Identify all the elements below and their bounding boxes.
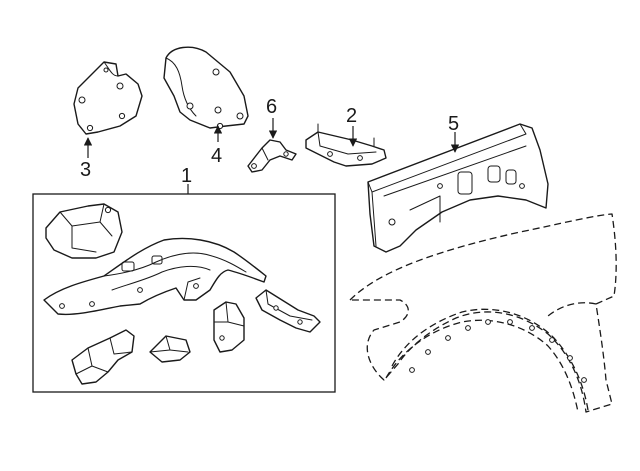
- part-1-upper-bracket[interactable]: [45, 203, 123, 259]
- callout-5: 5: [448, 113, 459, 135]
- part-6-small-bracket[interactable]: [247, 139, 297, 173]
- callout-6: 6: [266, 96, 277, 118]
- part-1-small-center-bracket[interactable]: [149, 335, 191, 363]
- fender-outline: [349, 213, 617, 413]
- part-1-group-box: [32, 193, 336, 393]
- part-1-vertical-bracket[interactable]: [213, 301, 245, 353]
- part-1-right-gusset[interactable]: [255, 289, 321, 333]
- part-4-splash-shield[interactable]: [163, 46, 249, 130]
- callout-4: 4: [211, 145, 222, 167]
- callout-3: 3: [80, 159, 91, 181]
- fender-clip-holes: [409, 319, 587, 383]
- callout-1: 1: [181, 165, 192, 187]
- part-1-wheelhouse-rail[interactable]: [43, 237, 267, 316]
- part-2-mounting-bracket[interactable]: [305, 123, 387, 167]
- callout-2: 2: [346, 105, 357, 127]
- part-1-lower-left-bracket[interactable]: [71, 329, 135, 385]
- part-5-apron-panel[interactable]: [367, 123, 549, 253]
- part-3-bracket-plate[interactable]: [73, 61, 143, 135]
